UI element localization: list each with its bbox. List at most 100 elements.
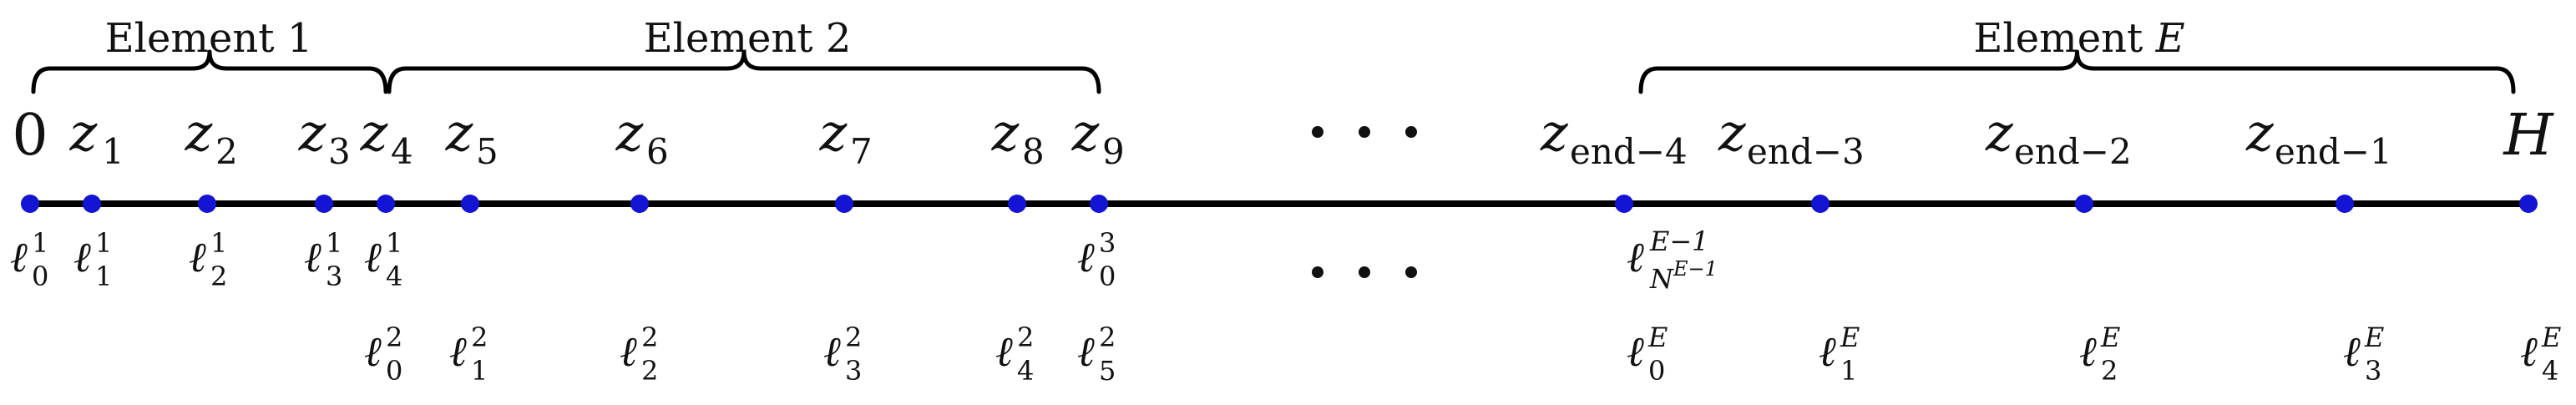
basis-sym: ℓ xyxy=(449,327,467,376)
basis-sup: 3 xyxy=(1099,227,1116,259)
basis-sym: ℓ xyxy=(823,327,841,376)
basis-sub: 2 xyxy=(2101,355,2118,387)
basis-l4-1: ℓ 1 4 xyxy=(364,227,402,292)
node-marker-11 xyxy=(1811,195,1830,213)
top-label-zend-1-sub: end−1 xyxy=(2275,131,2392,172)
basis-l0-2: ℓ 2 0 xyxy=(364,321,402,387)
top-label-h-main: H xyxy=(2502,103,2554,169)
basis-sub: 0 xyxy=(32,261,48,292)
basis-sup: 2 xyxy=(386,321,402,353)
basis-sup: 1 xyxy=(326,227,342,259)
ellipsis-top xyxy=(1312,126,1417,138)
basis-sub: 4 xyxy=(386,261,402,292)
brace-element-2 xyxy=(387,49,1101,94)
basis-sub: 0 xyxy=(386,355,402,387)
basis-sub: 1 xyxy=(1840,355,1857,387)
element-label-e: Element E xyxy=(1973,15,2184,62)
element-label-1-var: 1 xyxy=(287,15,313,62)
element-label-e-main: Element xyxy=(1973,15,2143,62)
basis-sub: 2 xyxy=(641,355,658,387)
basis-sub: 3 xyxy=(326,261,342,292)
node-marker-7 xyxy=(835,195,853,213)
top-label-zend-3-sub: end−3 xyxy=(1747,131,1865,172)
top-label-zend-2: z end−2 xyxy=(1985,102,2132,172)
top-label-zend-4: z end−4 xyxy=(1540,102,1688,172)
basis-sym: ℓ xyxy=(995,327,1013,376)
node-marker-6 xyxy=(630,195,649,213)
basis-sup: 2 xyxy=(1017,321,1034,353)
top-label-zend-1: z end−1 xyxy=(2245,102,2392,172)
basis-sub: 1 xyxy=(95,261,112,292)
basis-sub: 0 xyxy=(1648,355,1665,387)
node-marker-14 xyxy=(2519,195,2538,213)
node-marker-12 xyxy=(2075,195,2093,213)
node-marker-3 xyxy=(315,195,333,213)
basis-l4-2: ℓ 2 4 xyxy=(995,321,1034,387)
top-label-0: 0 xyxy=(12,103,48,169)
top-label-z7: z 7 xyxy=(819,102,873,172)
basis-row-1: ℓ 1 0 ℓ 1 1 ℓ 1 2 ℓ 1 3 ℓ 1 4 ℓ 3 0 xyxy=(10,225,1718,295)
top-label-zend-1-main: z xyxy=(2245,102,2274,163)
top-label-z2: z 2 xyxy=(185,102,238,172)
basis-sub: 3 xyxy=(2365,355,2381,387)
node-marker-0 xyxy=(21,195,39,213)
basis-sym: ℓ xyxy=(304,233,321,281)
top-label-z6: z 6 xyxy=(615,102,669,172)
basis-sym: ℓ xyxy=(1077,233,1095,281)
basis-l1-1: ℓ 1 1 xyxy=(73,227,112,292)
element-label-1-main: Element xyxy=(105,15,275,62)
basis-sub: 5 xyxy=(1099,355,1116,387)
element-label-2: Element 2 xyxy=(644,15,852,62)
element-label-2-var: 2 xyxy=(826,15,852,62)
basis-sup: 2 xyxy=(1099,321,1116,353)
basis-sub: N xyxy=(1649,263,1674,295)
basis-sym: ℓ xyxy=(10,233,28,281)
basis-sym: ℓ xyxy=(364,233,382,281)
basis-sub: 4 xyxy=(2542,355,2558,387)
basis-l2-1: ℓ 1 2 xyxy=(189,227,227,292)
top-label-zend-2-main: z xyxy=(1985,102,2013,163)
basis-sym: ℓ xyxy=(1077,327,1095,376)
basis-l5-2: ℓ 2 5 xyxy=(1077,321,1116,387)
basis-l3-E: ℓ E 3 xyxy=(2343,321,2384,387)
element-label-2-main: Element xyxy=(644,15,813,62)
basis-l3-1: ℓ 1 3 xyxy=(304,227,342,292)
basis-sup: E xyxy=(2541,321,2561,353)
basis-sub: 4 xyxy=(1017,355,1034,387)
top-label-z5: z 5 xyxy=(445,102,498,172)
basis-l0-1: ℓ 1 0 xyxy=(10,227,48,292)
top-label-z4-main: z xyxy=(360,102,388,163)
basis-sub: 0 xyxy=(1099,261,1116,292)
basis-sup: E xyxy=(2100,321,2120,353)
basis-sym: ℓ xyxy=(2520,327,2538,376)
top-label-h: H xyxy=(2502,103,2554,169)
basis-sym: ℓ xyxy=(1627,233,1644,281)
basis-l0-3: ℓ 3 0 xyxy=(1077,227,1116,292)
brace-element-e xyxy=(1638,49,2516,94)
top-label-z9: z 9 xyxy=(1071,102,1125,172)
top-label-z7-main: z xyxy=(819,102,848,163)
node-marker-9 xyxy=(1090,195,1108,213)
node-markers xyxy=(21,195,2538,213)
basis-sub: 2 xyxy=(210,261,227,292)
top-label-z6-main: z xyxy=(615,102,644,163)
top-label-z9-sub: 9 xyxy=(1102,131,1125,172)
node-marker-13 xyxy=(2336,195,2354,213)
basis-sup: E−1 xyxy=(1649,225,1709,257)
top-label-z3-sub: 3 xyxy=(328,131,351,172)
basis-sym: ℓ xyxy=(364,327,382,376)
top-label-z1: z 1 xyxy=(69,102,124,172)
top-label-z1-main: z xyxy=(69,102,98,163)
basis-sym: ℓ xyxy=(620,327,637,376)
top-label-zend-3: z end−3 xyxy=(1718,102,1865,172)
element-label-e-var: E xyxy=(2155,15,2185,62)
top-label-z7-sub: 7 xyxy=(850,131,873,172)
node-marker-10 xyxy=(1615,195,1633,213)
basis-sup: E xyxy=(1840,321,1860,353)
node-marker-2 xyxy=(198,195,216,213)
node-marker-8 xyxy=(1008,195,1026,213)
basis-sup: E xyxy=(1647,321,1668,353)
basis-row-2: ℓ 2 0 ℓ 2 1 ℓ 2 2 ℓ 2 3 ℓ 2 4 ℓ 2 5 xyxy=(364,321,2561,387)
